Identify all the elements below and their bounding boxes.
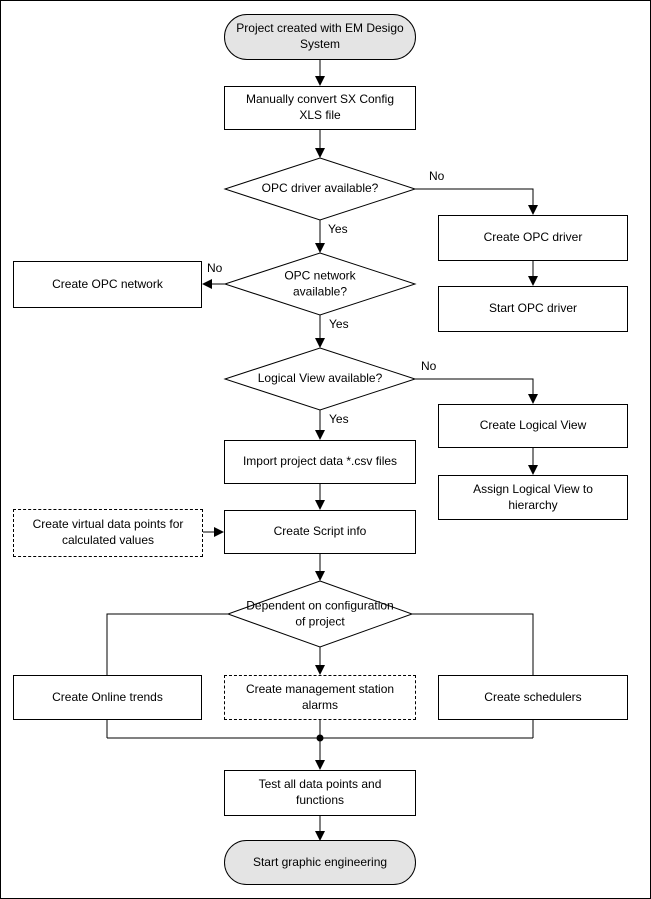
decision-logical-view-label: Logical View available?: [257, 371, 383, 386]
edge-label-opc-driver-yes: Yes: [328, 222, 348, 236]
node-create-alarms: Create management station alarms: [224, 675, 416, 720]
decision-logical-view: [223, 347, 417, 411]
arrowhead-virtual-script: [214, 527, 224, 537]
arrowhead-into-test: [315, 760, 325, 770]
arrowhead-into-d4: [315, 571, 325, 581]
node-start-opc-driver: Start OPC driver: [438, 286, 628, 332]
connector-d4-trends: [106, 613, 228, 675]
node-create-script-info: Create Script info: [224, 510, 416, 554]
arrowhead-into-script: [315, 500, 325, 510]
node-end-terminal: Start graphic engineering: [224, 840, 416, 885]
edge-label-opc-network-no: No: [207, 261, 223, 275]
arrowhead-into-create-driver: [528, 205, 538, 215]
node-create-logical-view: Create Logical View: [438, 404, 628, 448]
edge-label-opc-network-yes: Yes: [329, 317, 349, 331]
decision-opc-driver-label: OPC driver available?: [261, 181, 379, 196]
arrowhead-into-assign-lv: [528, 465, 538, 475]
decision-opc-network-label: OPC network available?: [284, 268, 356, 298]
edge-label-logical-view-no: No: [421, 359, 437, 373]
arrowhead-into-d2: [315, 243, 325, 253]
decision-dependent-label: Dependent on configuration of project: [246, 598, 394, 628]
node-import-csv: Import project data *.csv files: [224, 440, 416, 484]
node-create-schedulers: Create schedulers: [438, 675, 628, 720]
node-assign-logical-view: Assign Logical View to hierarchy: [438, 475, 628, 520]
connector-d4-schedulers: [412, 613, 534, 675]
node-convert-xls: Manually convert SX Config XLS file: [224, 86, 416, 130]
arrowhead-into-network: [202, 279, 212, 289]
node-create-opc-driver: Create OPC driver: [438, 215, 628, 261]
node-start-terminal: Project created with EM Desigo System: [224, 14, 416, 60]
arrowhead-into-d3: [315, 338, 325, 348]
decision-dependent: [226, 580, 414, 648]
arrowhead-into-end: [315, 831, 325, 841]
node-create-opc-network: Create OPC network: [13, 261, 202, 308]
node-virtual-data-points: Create virtual data points for calculate…: [13, 509, 203, 557]
connector-d3-no: [415, 378, 534, 395]
node-create-online-trends: Create Online trends: [13, 675, 202, 720]
edge-label-logical-view-yes: Yes: [329, 412, 349, 426]
arrowhead-into-alarms: [315, 665, 325, 675]
arrowhead-into-create-lv: [528, 394, 538, 404]
merge-junction-dot: [316, 734, 324, 742]
node-test-data-points: Test all data points and functions: [224, 770, 416, 816]
arrowhead-into-convert: [315, 76, 325, 86]
decision-opc-driver: [223, 157, 417, 221]
decision-opc-network: [223, 252, 417, 316]
edge-label-opc-driver-no: No: [429, 169, 445, 183]
arrowhead-into-import: [315, 430, 325, 440]
arrowhead-into-start-driver: [528, 276, 538, 286]
connector-d1-no: [415, 188, 534, 206]
arrowhead-into-d1: [315, 148, 325, 158]
